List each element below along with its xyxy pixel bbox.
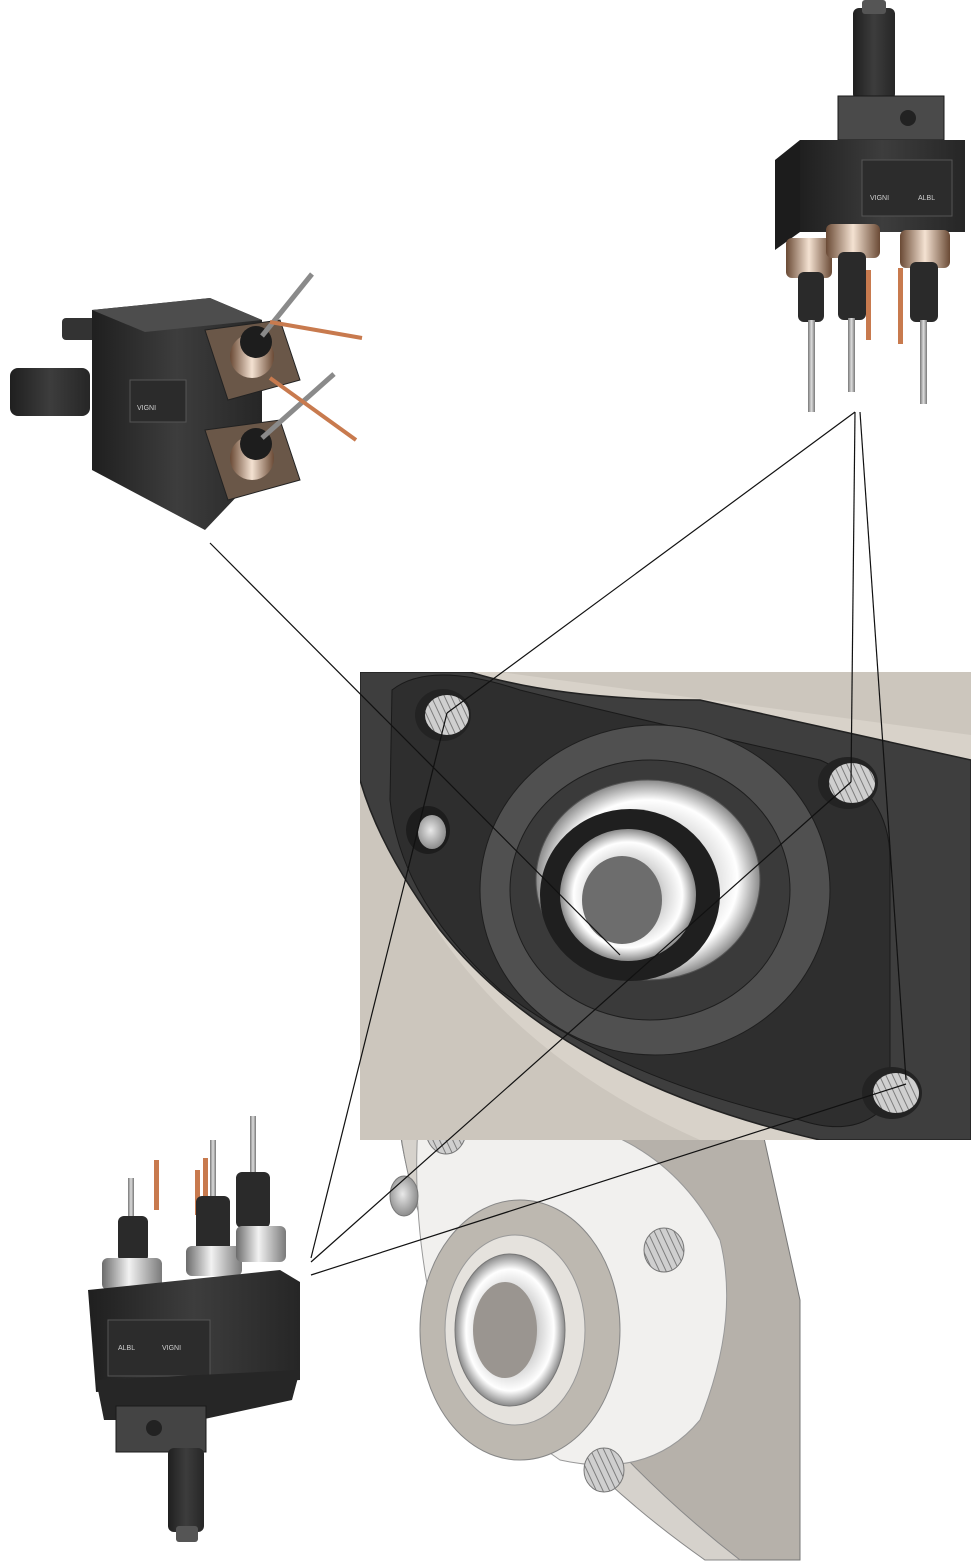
- closeup-threaded-hole: [406, 689, 922, 1119]
- leader-line: [310, 712, 448, 1259]
- tool-label-right: ALBL: [918, 195, 935, 202]
- tool-label-left: ALBL: [118, 1345, 135, 1352]
- leader-line: [850, 411, 856, 783]
- tool-label-left: VIGNI: [870, 195, 889, 202]
- leader-line: [209, 542, 621, 956]
- inverted-triple-spindle-head-icon: ALBL VIGNI: [88, 1116, 300, 1542]
- angled-double-spindle-head-icon: VIGNI: [10, 272, 363, 530]
- triple-spindle-head-icon: VIGNI ALBL: [775, 0, 965, 412]
- leader-line: [446, 411, 856, 714]
- leader-line: [859, 411, 907, 1081]
- leader-line: [310, 781, 852, 1263]
- tool-label-right: VIGNI: [162, 1345, 181, 1352]
- leader-line: [310, 1083, 907, 1276]
- flange-closeup-icon: [360, 672, 971, 1140]
- flange-part-icon: [389, 1009, 801, 1561]
- tool-label: VIGNI: [137, 405, 156, 412]
- leader-lines: [209, 411, 907, 1276]
